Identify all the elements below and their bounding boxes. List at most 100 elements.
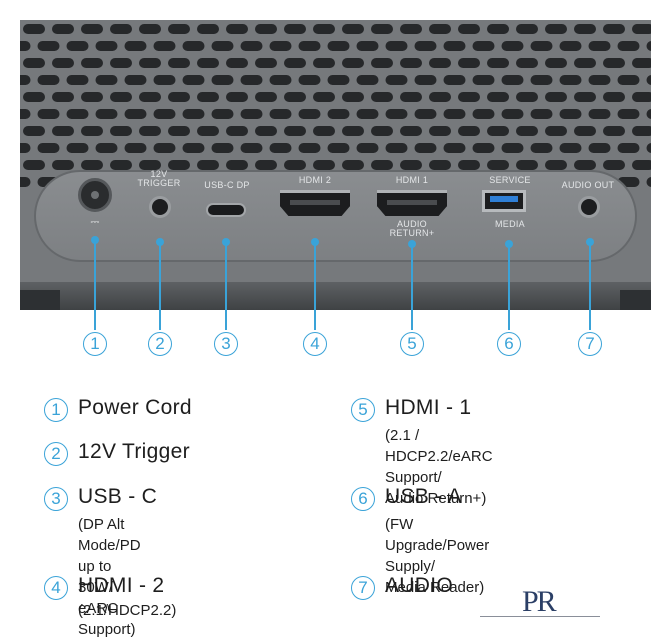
grille-hole bbox=[110, 92, 132, 102]
grille-hole bbox=[603, 24, 625, 34]
grille-hole bbox=[371, 58, 393, 68]
grille-hole bbox=[20, 75, 31, 85]
grille-hole bbox=[472, 143, 495, 153]
logo-lettering: PR bbox=[522, 585, 557, 618]
audio-out-jack-port bbox=[578, 196, 600, 218]
grille-hole bbox=[269, 143, 292, 153]
grille-hole bbox=[139, 92, 161, 102]
callout-number-2: 2 bbox=[148, 332, 172, 356]
callout-line-7 bbox=[589, 240, 591, 330]
grille-hole bbox=[356, 143, 379, 153]
grille-hole bbox=[153, 41, 176, 51]
grille-hole bbox=[429, 24, 451, 34]
brand-logo: PR bbox=[480, 585, 610, 625]
power-cord-port bbox=[78, 178, 112, 212]
grille-hole bbox=[37, 143, 60, 153]
grille-hole bbox=[269, 41, 292, 51]
grille-hole bbox=[327, 109, 350, 119]
grille-hole bbox=[632, 92, 651, 102]
media-panel-label: MEDIA bbox=[494, 219, 525, 229]
grille-hole bbox=[574, 58, 596, 68]
callout-number-5: 5 bbox=[400, 332, 424, 356]
grille-hole bbox=[617, 41, 640, 51]
callout-dot-7 bbox=[586, 238, 594, 246]
legend-subtitle: (2.1/HDCP2.2) bbox=[78, 602, 177, 619]
grille-hole bbox=[197, 24, 219, 34]
io-port-panel bbox=[34, 170, 637, 262]
grille-hole bbox=[458, 126, 480, 136]
grille-hole bbox=[429, 58, 451, 68]
grille-hole bbox=[327, 143, 350, 153]
callout-number-6: 6 bbox=[497, 332, 521, 356]
callout-line-3 bbox=[225, 240, 227, 330]
grille-hole bbox=[487, 160, 509, 170]
grille-hole bbox=[545, 160, 567, 170]
grille-hole bbox=[139, 24, 161, 34]
legend-number: 1 bbox=[44, 398, 68, 422]
usbc-port bbox=[206, 203, 246, 217]
grille-hole bbox=[66, 41, 89, 51]
legend-subtitle: (DP Alt Mode/PD up to 30W/ eARC Support) bbox=[78, 516, 141, 638]
grille-hole bbox=[559, 109, 582, 119]
grille-hole bbox=[182, 75, 205, 85]
legend-number: 7 bbox=[351, 576, 375, 600]
callout-line-5 bbox=[411, 242, 413, 330]
grille-hole bbox=[20, 143, 31, 153]
grille-hole bbox=[52, 92, 74, 102]
grille-hole bbox=[168, 92, 190, 102]
left-foot bbox=[20, 290, 60, 310]
grille-hole bbox=[501, 143, 524, 153]
grille-hole bbox=[356, 109, 379, 119]
grille-hole bbox=[313, 160, 335, 170]
hdmi1-port bbox=[377, 190, 447, 216]
grille-hole bbox=[52, 126, 74, 136]
grille-hole bbox=[574, 160, 596, 170]
grille-hole bbox=[284, 58, 306, 68]
grille-hole bbox=[487, 24, 509, 34]
grille-hole bbox=[588, 109, 611, 119]
grille-hole bbox=[632, 160, 651, 170]
speaker-grille bbox=[20, 24, 651, 187]
grille-hole bbox=[66, 75, 89, 85]
grille-hole bbox=[414, 143, 437, 153]
grille-hole bbox=[342, 92, 364, 102]
grille-hole bbox=[211, 41, 234, 51]
grille-hole bbox=[588, 143, 611, 153]
grille-hole bbox=[153, 143, 176, 153]
legend-title: HDMI - 2 bbox=[78, 574, 165, 597]
grille-hole bbox=[81, 24, 103, 34]
grille-hole bbox=[603, 92, 625, 102]
grille-hole bbox=[20, 41, 31, 51]
grille-hole bbox=[443, 75, 466, 85]
grille-hole bbox=[632, 126, 651, 136]
grille-hole bbox=[458, 58, 480, 68]
grille-hole bbox=[153, 75, 176, 85]
grille-hole bbox=[458, 24, 480, 34]
grille-hole bbox=[23, 92, 45, 102]
grille-hole bbox=[240, 143, 263, 153]
grille-hole bbox=[545, 126, 567, 136]
power-symbol-label: ⎓ bbox=[90, 216, 100, 228]
grille-hole bbox=[574, 126, 596, 136]
grille-hole bbox=[20, 109, 31, 119]
grille-hole bbox=[516, 24, 538, 34]
device-underside bbox=[20, 282, 651, 310]
service-panel-label: SERVICE bbox=[489, 175, 531, 185]
grille-hole bbox=[342, 24, 364, 34]
grille-hole bbox=[559, 143, 582, 153]
grille-hole bbox=[313, 126, 335, 136]
grille-hole bbox=[182, 143, 205, 153]
grille-hole bbox=[501, 109, 524, 119]
grille-hole bbox=[110, 126, 132, 136]
grille-hole bbox=[226, 126, 248, 136]
usbc-panel-label: USB-C DP bbox=[204, 180, 250, 190]
grille-hole bbox=[23, 58, 45, 68]
grille-hole bbox=[516, 92, 538, 102]
grille-hole bbox=[443, 109, 466, 119]
grille-hole bbox=[269, 75, 292, 85]
grille-hole bbox=[414, 41, 437, 51]
legend-title: 12V Trigger bbox=[78, 440, 190, 463]
grille-hole bbox=[110, 58, 132, 68]
grille-hole bbox=[472, 41, 495, 51]
grille-hole bbox=[23, 24, 45, 34]
